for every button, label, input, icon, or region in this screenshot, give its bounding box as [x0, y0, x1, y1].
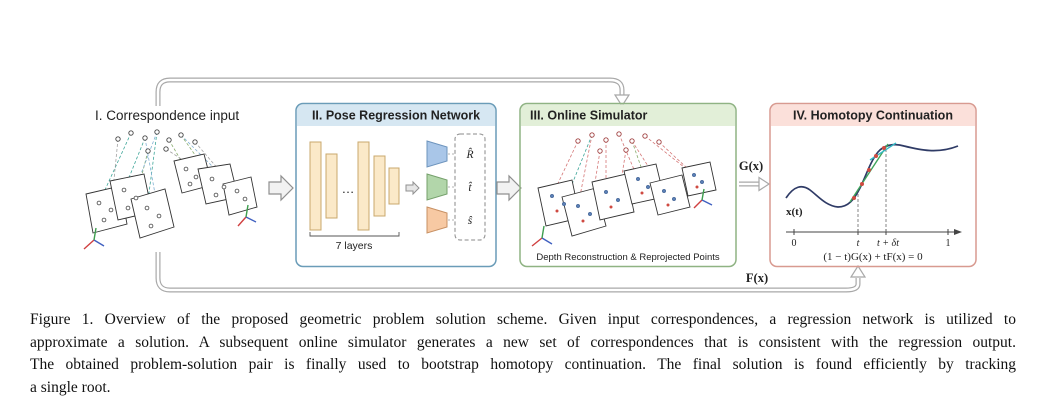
panel-3-box — [519, 102, 737, 268]
caption-line-2: approximate a solution. A subsequent onl… — [30, 333, 1016, 351]
arrow-network-to-simulator — [496, 174, 522, 202]
tick-t-plus-dt: t + δt — [877, 238, 899, 249]
rotation-head-trapezoid — [426, 140, 448, 168]
panel-4-homotopy-continuation: IV. Homotopy Continuation x(t) 0 t t + δ… — [769, 102, 977, 268]
panel-3-title: III. Online Simulator — [530, 109, 648, 123]
tick-zero: 0 — [792, 238, 797, 249]
reprojected-points-blue — [549, 172, 705, 217]
image-plane-points — [96, 166, 248, 229]
figure-caption: Figure 1. Overview of the proposed geome… — [30, 309, 1016, 399]
panel-3-online-simulator: III. Online Simulator — [519, 102, 737, 268]
axis-arrowhead-icon — [954, 229, 962, 235]
head-output-connectors — [448, 153, 455, 221]
scale-head-trapezoid — [426, 206, 448, 234]
layers-count-label: 7 layers — [336, 240, 373, 252]
figure-1: F(x) I. Correspondence input — [83, 77, 977, 293]
curve-start-label: x(t) — [786, 206, 803, 218]
bottom-feedback-arrow: F(x) — [155, 252, 867, 293]
caption-line-1: Figure 1. Overview of the proposed geome… — [30, 311, 1016, 328]
simulated-image-planes — [537, 161, 717, 237]
tangent-cyan — [869, 142, 897, 161]
tick-t: t — [857, 238, 860, 249]
layers-ellipsis: … — [342, 181, 355, 196]
solution-path-curve — [785, 143, 959, 208]
panel-2-title: II. Pose Regression Network — [312, 109, 480, 123]
panel-4-header-band — [771, 104, 975, 126]
simulator-axes-left — [531, 225, 553, 247]
tick-one: 1 — [946, 238, 951, 249]
reprojected-points-red — [555, 185, 699, 223]
translation-head-trapezoid — [426, 173, 448, 201]
panel-1-label: I. Correspondence input — [95, 108, 239, 123]
g-of-x-label: G(x) — [739, 159, 763, 173]
panel-4-title: IV. Homotopy Continuation — [793, 109, 953, 123]
panel-3-footer: Depth Reconstruction & Reprojected Point… — [536, 252, 719, 263]
panel-2-box — [295, 102, 497, 268]
panel-4-box — [769, 102, 977, 268]
simulated-scene-points — [575, 131, 662, 154]
panel-2-pose-regression-network: II. Pose Regression Network … 7 layers R… — [295, 102, 497, 268]
output-translation-label: t̂ — [468, 181, 473, 194]
panel-2-header-band — [297, 104, 495, 126]
pose-output-box — [454, 133, 486, 241]
arrow-layers-to-heads — [405, 180, 420, 196]
tracked-root-points — [852, 146, 886, 200]
arrow-simulator-to-homotopy: G(x) — [739, 159, 771, 192]
image-planes — [85, 153, 258, 239]
panel-3-header-band — [521, 104, 735, 126]
network-layers — [309, 141, 400, 231]
caption-line-3: The obtained problem-solution pair is fi… — [30, 356, 1016, 373]
simulator-axes-right — [693, 188, 713, 209]
homotopy-dashed-guides — [857, 149, 887, 232]
homotopy-axis — [786, 229, 960, 235]
output-rotation-label: R̂ — [465, 147, 473, 161]
layers-bracket — [309, 232, 400, 237]
tangent-green — [849, 143, 889, 203]
caption-line-4: a single root. — [30, 378, 111, 396]
homotopy-equation: (1 − t)G(x) + tF(x) = 0 — [823, 251, 923, 263]
camera-axes-left — [83, 227, 105, 250]
f-of-x-label: F(x) — [746, 271, 768, 285]
panel-1-correspondence-input: I. Correspondence input — [83, 108, 258, 250]
camera-axes-right — [237, 204, 257, 227]
top-feedback-arrow — [155, 77, 631, 108]
figure-canvas: F(x) I. Correspondence input — [83, 77, 977, 293]
scene-points — [115, 129, 198, 154]
output-scale-label: ŝ — [468, 215, 473, 227]
arrow-input-to-network — [268, 174, 294, 202]
